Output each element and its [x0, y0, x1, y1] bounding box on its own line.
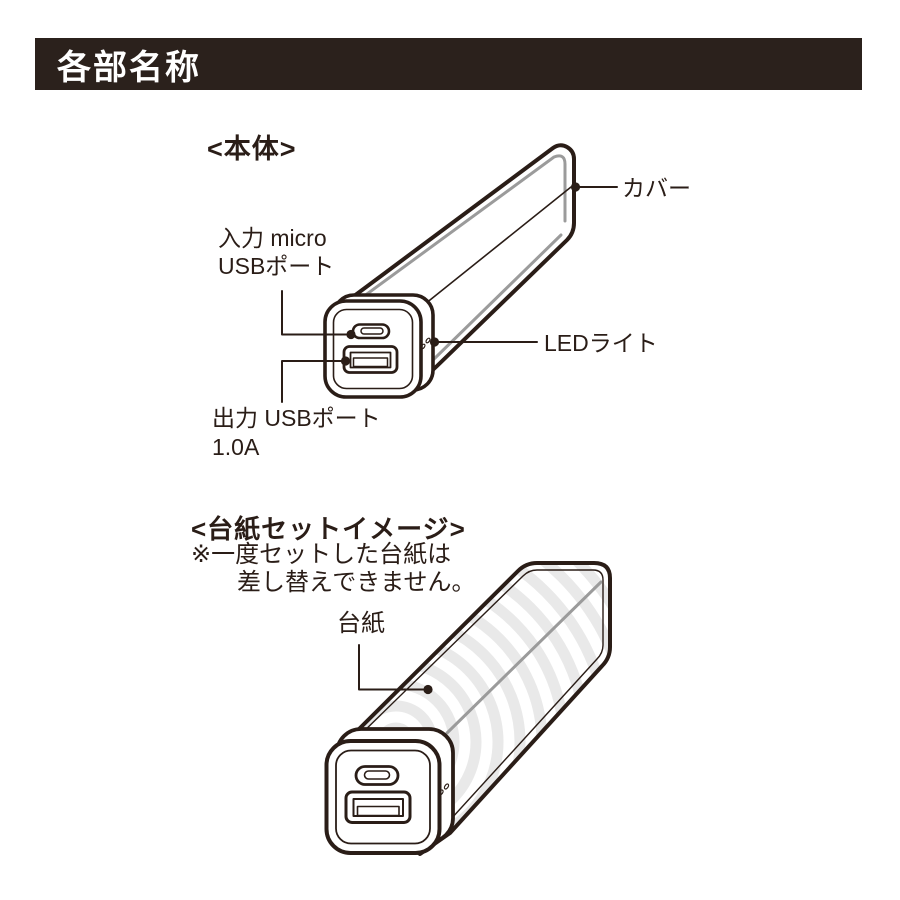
led-label: LEDライト	[544, 330, 658, 356]
main-unit-section-title: <本体>	[207, 134, 297, 164]
main-unit-drawing	[281, 143, 618, 403]
cover-label: カバー	[622, 175, 691, 201]
body-highlight-bottom	[431, 233, 563, 362]
mount-sheet-note-line1: ※一度セットした台紙は	[191, 541, 452, 568]
input-port-label-line2: USBポート	[218, 253, 335, 279]
callout-sheet	[358, 644, 433, 695]
sheet-face-edge	[445, 580, 603, 735]
output-port-label-line2: 1.0A	[212, 434, 260, 460]
callout-led	[429, 337, 538, 347]
output-port-label: 出力 USBポート 1.0A	[212, 404, 381, 462]
usb-a-port-icon	[344, 790, 412, 824]
callout-output-port	[281, 356, 351, 403]
sheet-edge-outline	[356, 569, 604, 820]
led-light-icon	[438, 783, 450, 796]
usb-a-port-icon	[342, 345, 399, 374]
micro-usb-port-icon	[354, 765, 400, 786]
body-highlight-top	[350, 154, 567, 307]
input-port-label-line1: 入力 micro	[218, 225, 327, 251]
mount-sheet-section-title: <台紙セットイメージ>	[191, 514, 466, 544]
sheet-label: 台紙	[337, 610, 385, 637]
body-face-edge	[419, 186, 572, 309]
callout-input-port	[281, 290, 356, 340]
micro-usb-port-icon	[351, 323, 391, 340]
output-port-label-line1: 出力 USBポート	[212, 405, 381, 431]
input-port-label: 入力 micro USBポート	[218, 224, 334, 280]
led-light-icon	[420, 337, 431, 350]
section-header-bar: 各部名称	[35, 38, 862, 90]
callout-cover	[570, 182, 618, 192]
page-title: 各部名称	[57, 48, 201, 87]
mount-sheet-note-line2: 差し替えできません。	[237, 569, 476, 596]
mounted-body-outline	[342, 561, 612, 856]
